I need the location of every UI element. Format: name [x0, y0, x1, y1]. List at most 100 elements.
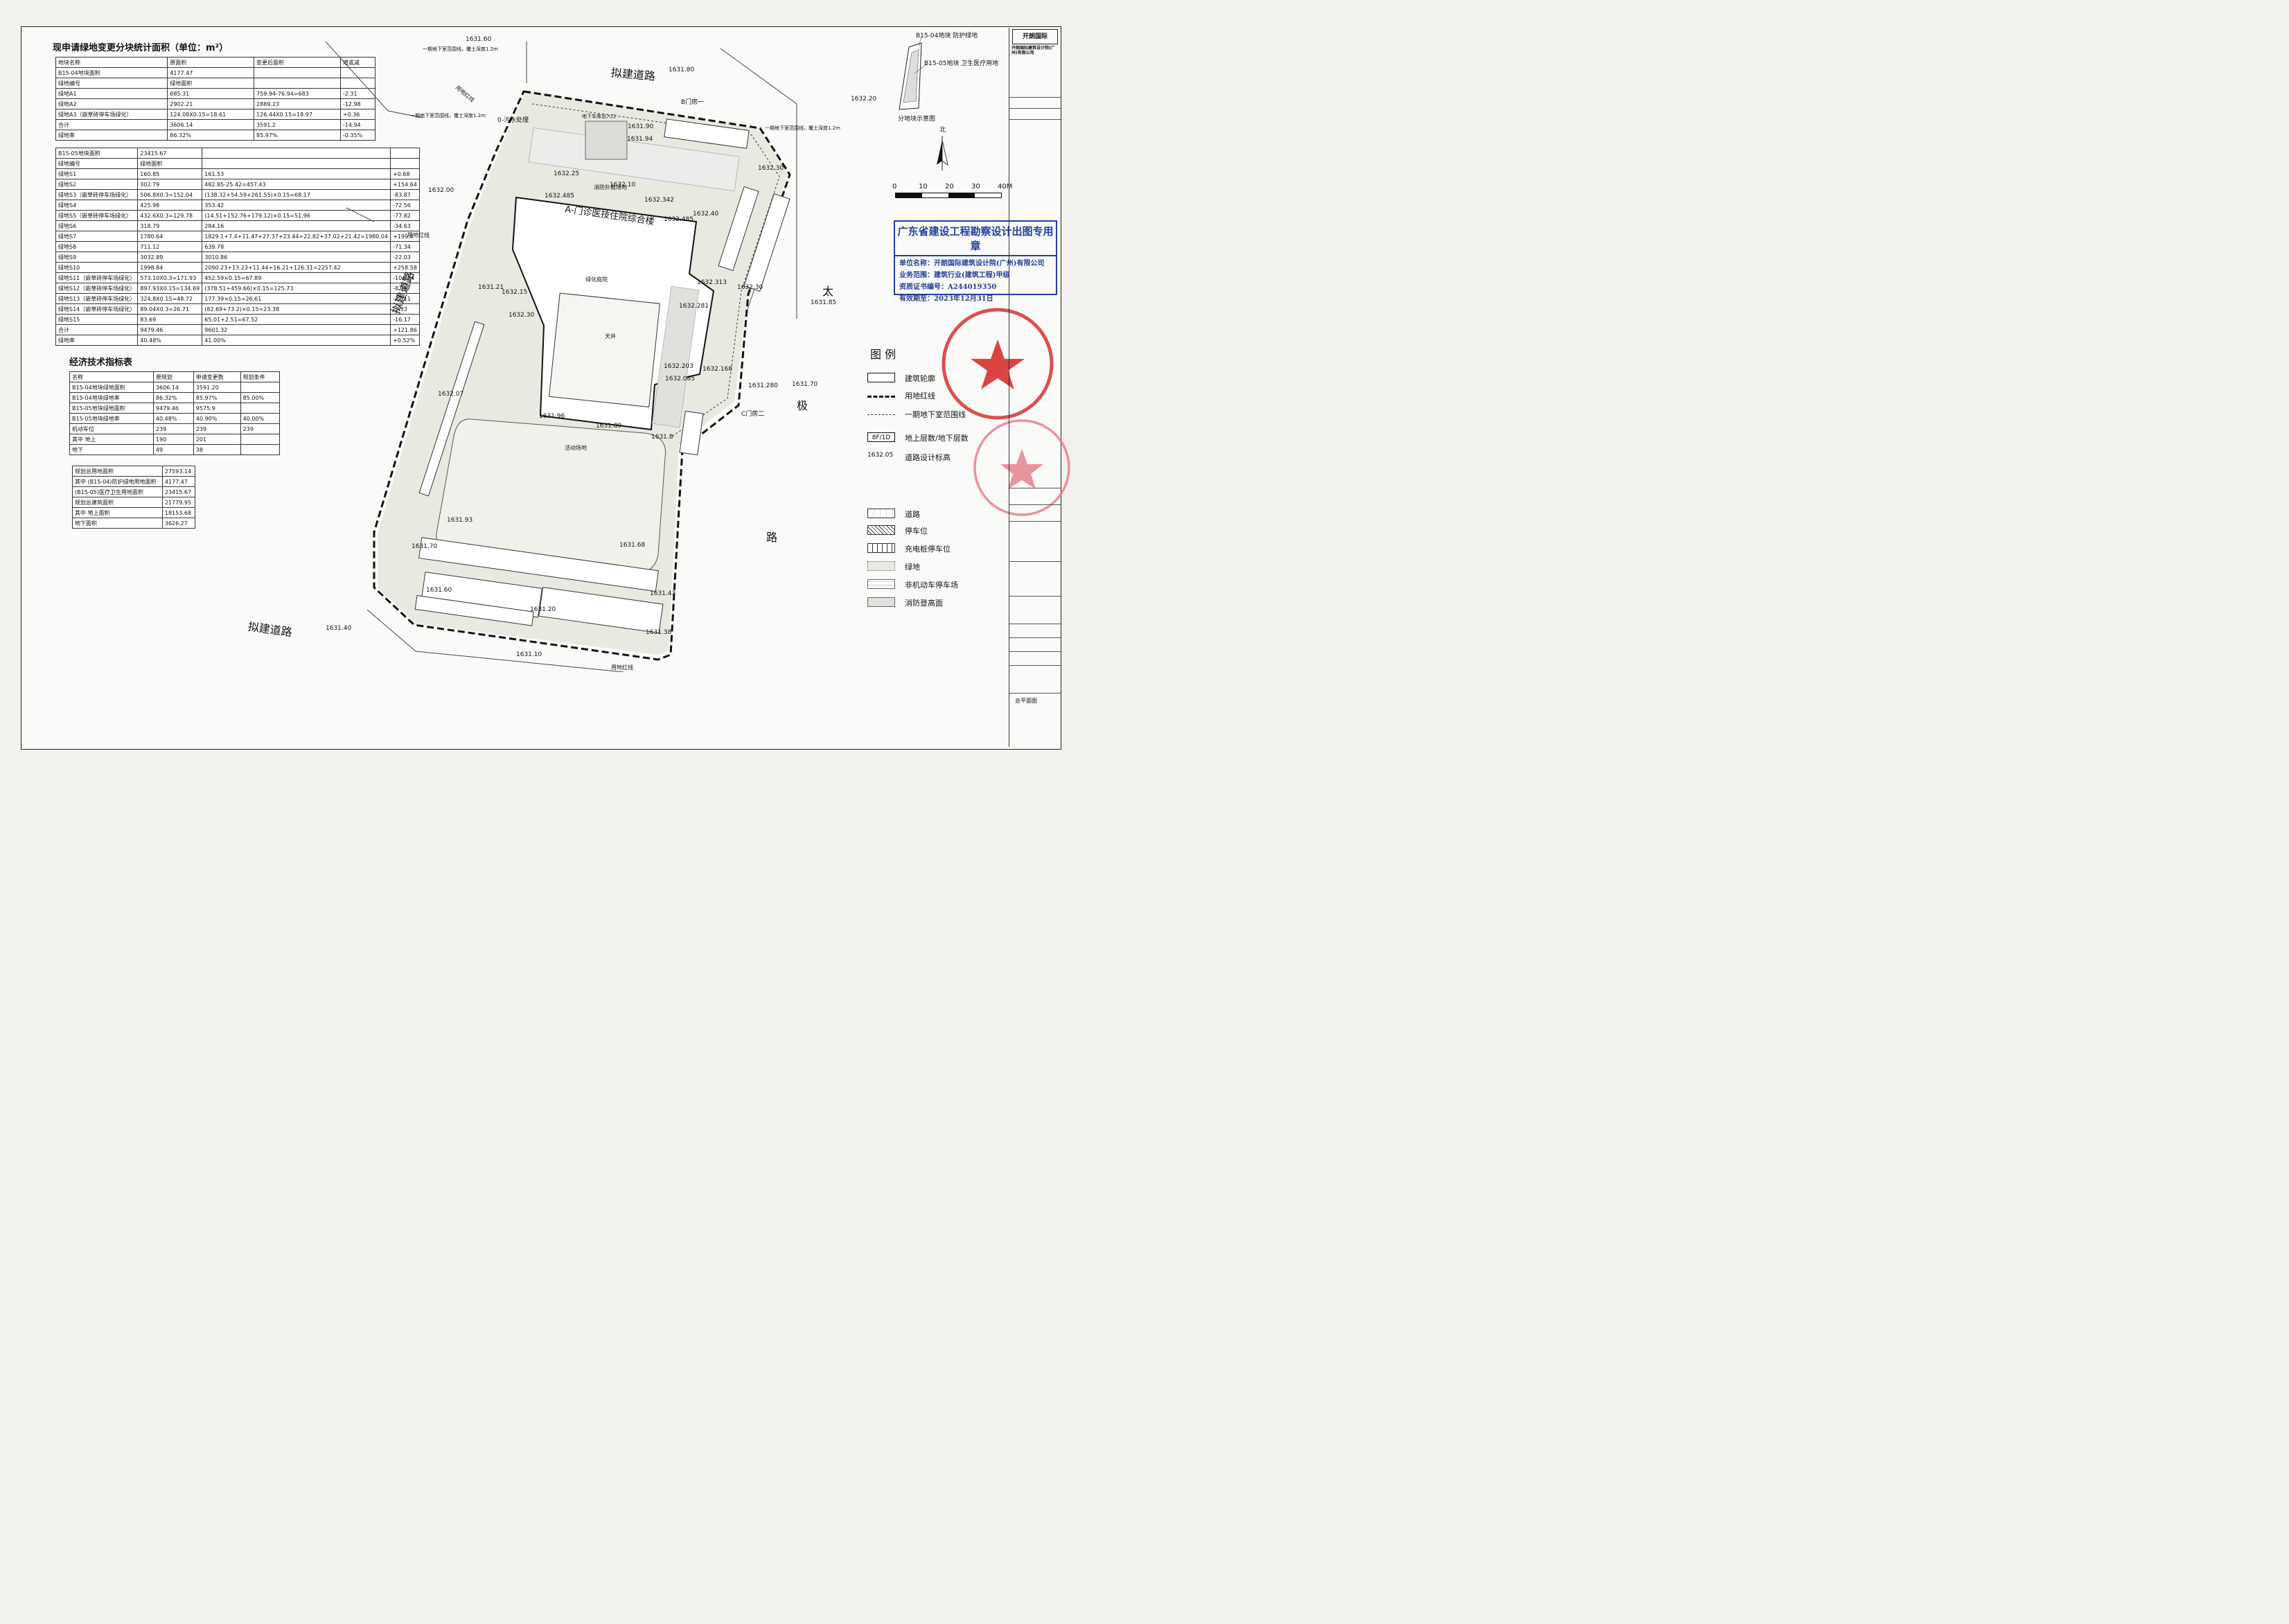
legend-label: 非机动车停车场 — [905, 581, 958, 590]
north-label: 北 — [939, 127, 946, 134]
legend-label: 道路 — [905, 510, 920, 519]
elevation-label: 1632.40 — [693, 211, 719, 218]
table-header: 名称原规划申请变更数规划条件 — [69, 371, 281, 382]
legend-label: 停车位 — [905, 527, 928, 536]
elevation-label: 1631.280 — [748, 382, 778, 389]
table-cell: 85.97% — [193, 392, 241, 403]
site-redline — [373, 90, 791, 661]
table-cell: 地下面积 — [72, 518, 163, 529]
legend-symbol — [867, 414, 895, 415]
legend-label: 道路设计标高 — [905, 453, 951, 462]
table-cell: B15-04地块绿地面积 — [69, 382, 154, 393]
stamp-line-3: 资质证书编号：A244019350 — [899, 283, 997, 291]
c-gate-label: C门房二 — [741, 411, 765, 418]
north-arrow — [937, 136, 948, 170]
stamp-line-1: 单位名称：开朗国际建筑设计院(广州)有限公司 — [899, 260, 1045, 267]
table-cell: 3606.14 — [152, 382, 194, 393]
table-row: 绿地S14（嵌草砖停车场绿化）89.04X0.3=26.71(82.69+73.… — [55, 303, 420, 315]
table-cell: 绿地编号 — [55, 78, 168, 89]
minimap-label-1: B15-04地块 防护绿地 — [916, 33, 978, 39]
legend-symbol: 1632.05 — [867, 452, 894, 459]
elevation-label: 1631.94 — [627, 136, 653, 143]
table-cell: 9479.46 — [137, 324, 203, 335]
table-cell: 239 — [240, 423, 281, 434]
company-logo: 开朗国际 — [1012, 29, 1058, 44]
table-cell — [240, 444, 281, 455]
table-header: 地块名称原面积变更后面积增或减 — [55, 57, 376, 68]
scale-label: 10 — [919, 183, 928, 191]
table-cell: 绿地S6 — [55, 220, 139, 231]
legend-label: 一期地下室范围线 — [905, 410, 966, 419]
elevation-label: 1631.38 — [646, 629, 672, 636]
table-cell: 85.00% — [240, 392, 281, 403]
table-cell: 239 — [152, 423, 194, 434]
table-cell — [240, 403, 281, 414]
legend-symbol — [867, 396, 895, 398]
legend-symbol — [867, 543, 895, 553]
table1-title: 现申请绿地变更分块统计面积（单位：m²） — [53, 43, 229, 53]
table-cell: 绿地S12（嵌草砖停车场绿化） — [55, 283, 139, 294]
table-cell: 绿地S15 — [55, 314, 139, 325]
elevation-label: 1632.10 — [610, 182, 636, 188]
redline-label-3: 用地红线 — [611, 664, 633, 671]
table-cell: 1780.64 — [137, 231, 203, 242]
table-cell: 573.10X0.3=171.93 — [137, 272, 203, 283]
basement-note-2: 一期地下室范围线，覆土深度1.2m — [410, 113, 486, 118]
table-cell: 绿地S4 — [55, 200, 139, 211]
table-cell: 506.8X0.3=152.04 — [137, 189, 203, 200]
table-cell: 124.08X0.15=18.61 — [167, 109, 255, 120]
table-cell: 711.12 — [137, 241, 203, 252]
company-name: 开朗国际建筑设计院(广州)有限公司 — [1011, 46, 1055, 55]
scale-label: 30 — [971, 183, 980, 191]
table-cell: 432.6X0.3=129.78 — [137, 210, 203, 221]
sunken-label: 天井 — [605, 333, 616, 339]
elevation-label: 1632.485 — [664, 216, 693, 223]
table-cell: 86.32% — [167, 130, 255, 141]
table-cell: 425.98 — [137, 200, 203, 211]
elevation-label: 1631.90 — [628, 123, 654, 130]
table-cell: 绿地面积 — [167, 78, 255, 89]
table-cell: 绿地A1 — [55, 88, 168, 99]
legend-item: 用地红线 — [867, 390, 1006, 403]
table-cell: 绿地编号 — [55, 158, 139, 169]
table-cell: 302.79 — [137, 179, 203, 190]
road-label-right-3: 路 — [766, 531, 778, 544]
minimap-caption: 分地块示意图 — [898, 116, 936, 123]
table-cell: 绿地S5（嵌草砖停车场绿化） — [55, 210, 139, 221]
table-cell: 名称 — [69, 371, 154, 382]
garden-label: 绿化庭院 — [585, 276, 608, 283]
b-gate-label: B门房一 — [681, 99, 705, 106]
table-cell: 绿地率 — [55, 130, 168, 141]
hospital-seal — [973, 419, 1070, 516]
parcel-minimap — [899, 37, 928, 110]
table-cell: 绿地面积 — [137, 158, 203, 169]
legend-symbol — [867, 597, 895, 607]
elevation-label: 1631.68 — [619, 542, 646, 549]
stamp-heading: 广东省建设工程勘察设计出图专用章 — [895, 222, 1056, 256]
table-cell: 原规划 — [152, 371, 194, 382]
elevation-label: 1632.085 — [665, 376, 695, 382]
legend-symbol — [867, 525, 895, 535]
table-cell: 18153.68 — [161, 507, 196, 518]
table-cell: 合计 — [55, 119, 168, 130]
table-cell: 23415.67 — [161, 486, 196, 497]
elevation-label: 1631.40 — [326, 625, 352, 632]
legend-label: 建筑轮廓 — [905, 374, 935, 383]
elevation-label: 1631.60 — [466, 36, 492, 43]
legend-item: 充电桩停车位 — [867, 543, 1006, 556]
legend-symbol — [867, 509, 895, 518]
table-cell: 绿地S8 — [55, 241, 139, 252]
